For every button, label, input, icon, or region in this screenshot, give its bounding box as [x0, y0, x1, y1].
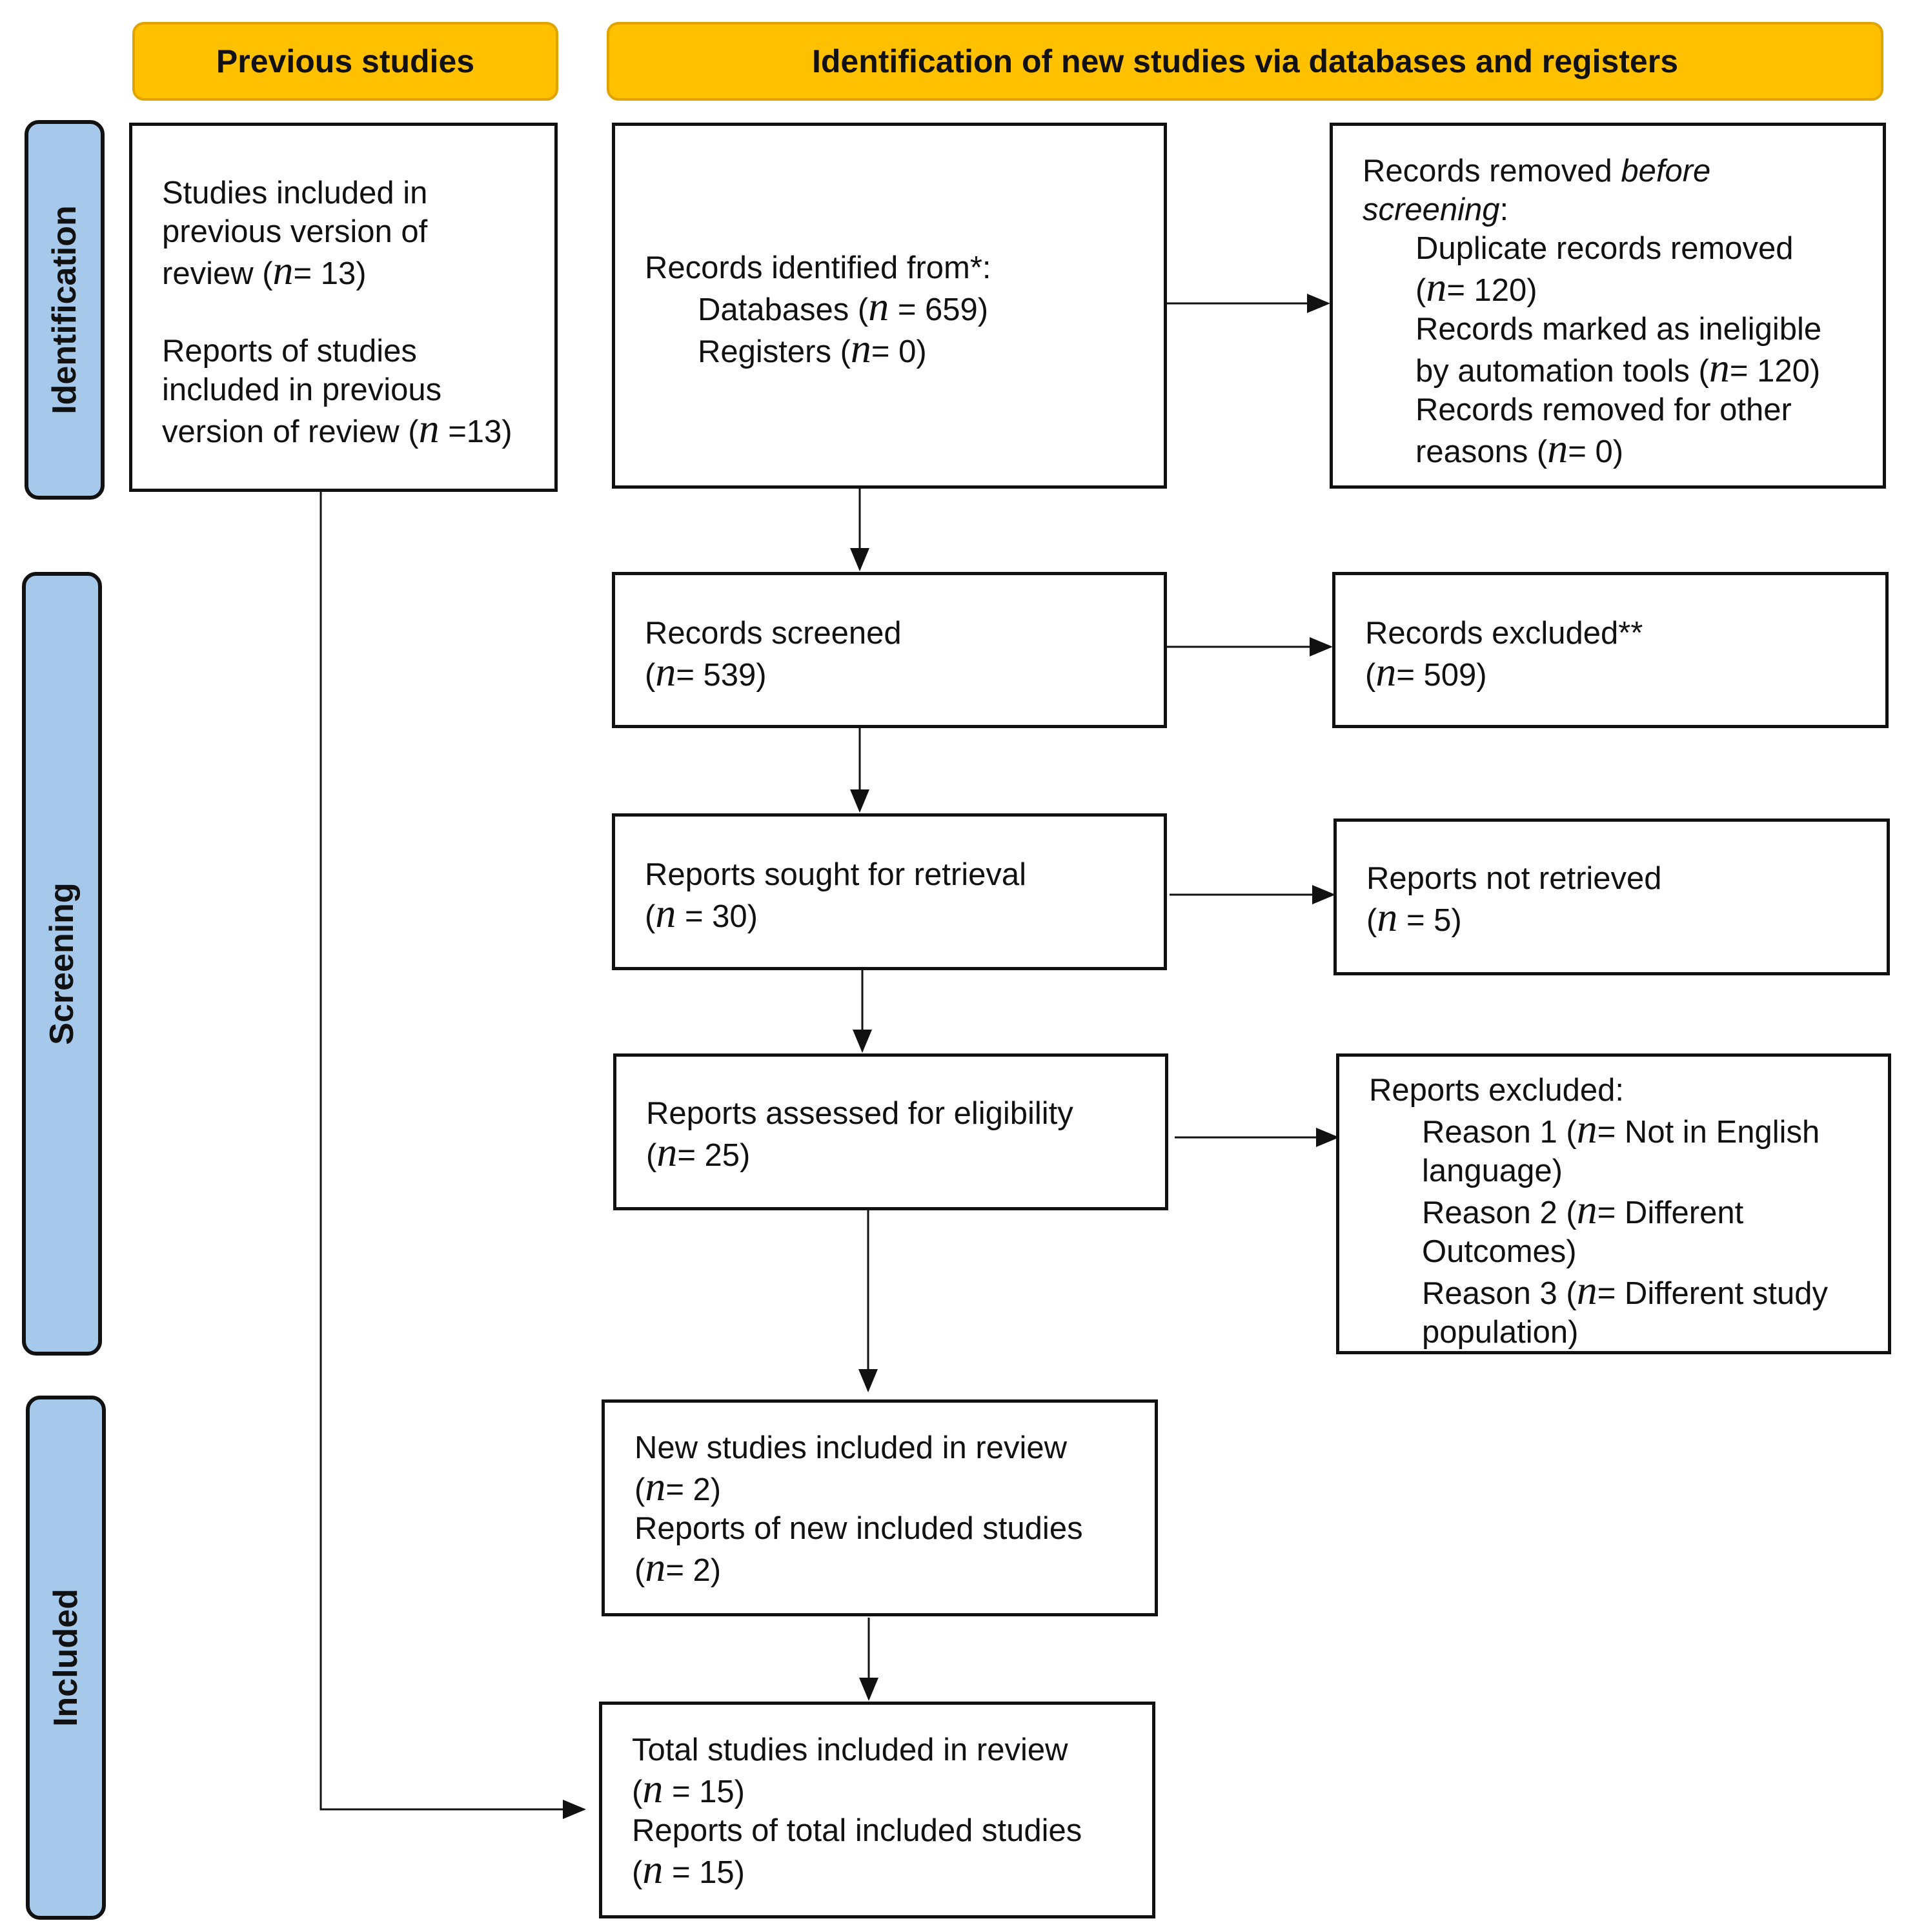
new-included-line-2: (n= 2)	[634, 1463, 722, 1509]
removed-duplicate-count: (n= 120)	[1415, 264, 1537, 310]
removed-other-1: Records removed for other	[1415, 392, 1792, 427]
header-identification-label: Identification of new studies via databa…	[811, 43, 1679, 79]
assessed-count: (n= 25)	[646, 1129, 751, 1175]
reason-1: Reason 1 (n= Not in English	[1422, 1106, 1820, 1152]
previous-line-6: version of review (n =13)	[162, 405, 512, 451]
identified-databases: Databases (n = 659)	[698, 283, 989, 329]
not-retrieved-title: Reports not retrieved	[1366, 861, 1662, 896]
phase-screening: Screening	[22, 572, 102, 1356]
total-line-2: (n = 15)	[632, 1765, 745, 1811]
removed-title-1: Records removed before	[1363, 154, 1711, 188]
header-identification-new: Identification of new studies via databa…	[607, 22, 1883, 101]
total-line-4: (n = 15)	[632, 1846, 745, 1892]
box-total-studies-included: Total studies included in review (n = 15…	[599, 1702, 1155, 1918]
removed-duplicate: Duplicate records removed	[1415, 231, 1794, 266]
sought-count: (n = 30)	[645, 890, 758, 936]
box-previous-studies: Studies included in previous version of …	[129, 123, 558, 492]
reason-3: Reason 3 (n= Different study	[1422, 1267, 1828, 1313]
box-reports-not-retrieved: Reports not retrieved (n = 5)	[1333, 819, 1890, 975]
screened-title: Records screened	[645, 616, 902, 651]
assessed-title: Reports assessed for eligibility	[646, 1096, 1073, 1131]
previous-line-1: Studies included in	[162, 176, 428, 210]
reason-2-cont: Outcomes)	[1422, 1234, 1577, 1269]
identified-title: Records identified from*:	[645, 250, 991, 285]
previous-line-4: Reports of studies	[162, 334, 417, 369]
previous-line-3: review (n= 13)	[162, 247, 367, 293]
removed-other-2: reasons (n= 0)	[1415, 425, 1624, 471]
removed-title-2: screening:	[1363, 192, 1509, 227]
new-included-line-1: New studies included in review	[634, 1430, 1067, 1465]
excluded-count: (n= 509)	[1365, 649, 1487, 695]
sought-title: Reports sought for retrieval	[645, 857, 1026, 892]
removed-ineligible-1: Records marked as ineligible	[1415, 312, 1822, 347]
new-included-line-3: Reports of new included studies	[634, 1511, 1083, 1546]
box-reports-excluded: Reports excluded: Reason 1 (n= Not in En…	[1336, 1053, 1891, 1354]
previous-line-5: included in previous	[162, 372, 442, 407]
phase-included: Included	[26, 1396, 106, 1920]
reason-2: Reason 2 (n= Different	[1422, 1186, 1744, 1232]
box-records-screened: Records screened (n= 539)	[612, 572, 1167, 728]
removed-ineligible-2: by automation tools (n= 120)	[1415, 345, 1821, 391]
excluded-title: Records excluded**	[1365, 616, 1643, 651]
box-new-studies-included: New studies included in review (n= 2) Re…	[602, 1399, 1158, 1616]
box-reports-sought: Reports sought for retrieval (n = 30)	[612, 813, 1167, 970]
new-included-line-4: (n= 2)	[634, 1544, 722, 1590]
arrow-previous-to-total	[319, 492, 586, 1819]
box-records-identified: Records identified from*: Databases (n =…	[612, 123, 1167, 489]
not-retrieved-count: (n = 5)	[1366, 894, 1462, 940]
reports-excluded-title: Reports excluded:	[1369, 1073, 1624, 1108]
phase-identification: Identification	[25, 120, 105, 500]
box-records-removed: Records removed before screening: Duplic…	[1330, 123, 1886, 489]
box-records-excluded: Records excluded** (n= 509)	[1332, 572, 1889, 728]
header-previous-studies: Previous studies	[132, 22, 558, 101]
header-previous-label: Previous studies	[216, 43, 475, 79]
identified-registers: Registers (n= 0)	[698, 325, 927, 371]
total-line-3: Reports of total included studies	[632, 1813, 1082, 1848]
screened-count: (n= 539)	[645, 649, 767, 695]
previous-line-2: previous version of	[162, 214, 428, 249]
reason-1-cont: language)	[1422, 1154, 1563, 1188]
box-reports-assessed: Reports assessed for eligibility (n= 25)	[613, 1053, 1168, 1210]
total-line-1: Total studies included in review	[632, 1733, 1068, 1767]
reason-3-cont: population)	[1422, 1315, 1579, 1350]
